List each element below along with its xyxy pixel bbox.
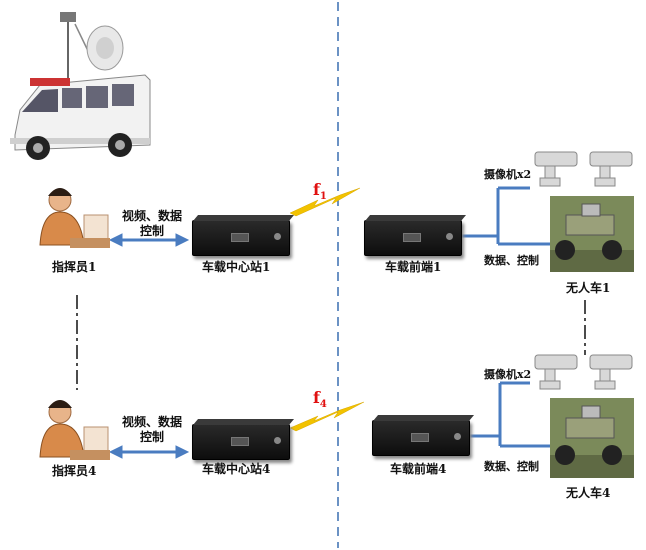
commander-1-icon — [39, 188, 110, 248]
wireless-bolt-4 — [289, 401, 365, 432]
commander-1-label: 指挥员1 — [52, 260, 97, 274]
wireless-bolt-1 — [289, 187, 361, 217]
bracket-lines-4 — [470, 381, 550, 448]
frequency-label-4: f4 — [313, 388, 327, 411]
front-end-4-device — [372, 415, 475, 456]
command-vehicle-icon — [10, 12, 151, 160]
double-arrow-1 — [108, 233, 190, 247]
data-control-4-label: 数据、控制 — [484, 460, 539, 473]
commander-4-label: 指挥员4 — [52, 464, 97, 478]
link-label-1: 视频、数据 控制 — [122, 209, 183, 238]
front-end-1-device — [364, 215, 467, 256]
commander-4-icon — [39, 400, 110, 460]
center-station-4-label: 车载中心站4 — [202, 462, 271, 476]
bracket-lines-1 — [462, 186, 550, 246]
camera-1-label: 摄像机x2 — [484, 168, 532, 181]
frequency-label-1: f1 — [313, 180, 327, 203]
ugv-4-label: 无人车4 — [566, 486, 611, 500]
center-station-1-device — [192, 215, 295, 256]
ugv-1-label: 无人车1 — [566, 281, 611, 295]
camera-4-label: 摄像机x2 — [484, 368, 532, 381]
ugv-1-icon — [550, 196, 634, 272]
ugv-4-icon — [550, 398, 634, 478]
data-control-1-label: 数据、控制 — [484, 254, 539, 267]
double-arrow-4 — [108, 445, 190, 459]
cameras-1-icon — [534, 151, 633, 187]
front-end-4-label: 车载前端4 — [390, 462, 447, 476]
center-station-1-label: 车载中心站1 — [202, 260, 271, 274]
front-end-1-label: 车载前端1 — [385, 260, 442, 274]
center-station-4-device — [192, 419, 295, 460]
link-label-4: 视频、数据 控制 — [122, 415, 183, 444]
cameras-4-icon — [534, 354, 633, 390]
